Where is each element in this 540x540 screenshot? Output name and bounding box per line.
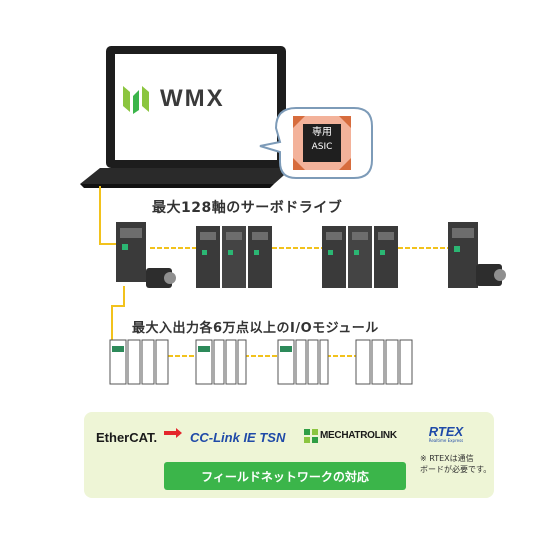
wmx-logo-icon — [123, 86, 149, 114]
ethercat-logo-text: EtherCAT. — [96, 430, 158, 445]
fieldbus-support-label: フィールドネットワークの対応 — [201, 469, 369, 484]
asic-chip-line1: 専用 — [312, 127, 332, 138]
cclink-logo: CC-Link IE TSN — [190, 430, 286, 445]
rtex-logo-text: RTEX — [428, 424, 464, 439]
network-diagram — [99, 186, 506, 385]
mechatrolink-icon — [304, 429, 318, 443]
cable-laptop-to-servo — [99, 186, 116, 245]
wmx-logo-text: WMX — [160, 85, 225, 112]
servo-drive-label: 最大128軸のサーボドライブ — [152, 200, 343, 216]
ethercat-arrow-icon — [164, 428, 182, 438]
servo-drive-group-3 — [322, 226, 398, 288]
io-module-group-2 — [195, 339, 247, 385]
ethercat-logo: EtherCAT. — [96, 430, 157, 445]
servo-drive-group-2 — [196, 226, 272, 288]
io-module-label: 最大入出力各6万点以上のI/Oモジュール — [132, 321, 379, 336]
laptop-illustration — [80, 46, 292, 188]
io-module-group-1 — [109, 339, 169, 385]
rtex-logo-subtext: Realtime Express — [428, 438, 464, 443]
rtex-note: ※ RTEXは通信 ボードが必要です。 — [420, 453, 491, 475]
io-module-group-3 — [277, 339, 329, 385]
rtex-note-line1: ※ RTEXは通信 — [420, 454, 474, 463]
rtex-logo: RTEX Realtime Express — [416, 424, 476, 443]
fieldbus-support-badge: フィールドネットワークの対応 — [164, 462, 406, 490]
asic-chip-icon — [293, 116, 351, 170]
rtex-note-line2: ボードが必要です。 — [420, 465, 492, 474]
servo-drive-group-1 — [116, 222, 176, 288]
asic-chip-label: 専用 ASIC — [303, 126, 341, 154]
wmx-logo: WMX — [120, 80, 240, 118]
mechatrolink-logo: MECHATROLINK — [320, 430, 397, 441]
asic-chip-line2: ASIC — [311, 142, 333, 152]
cable-servo-to-io — [111, 286, 125, 352]
servo-drive-group-4 — [448, 222, 506, 288]
io-module-group-4 — [355, 339, 413, 385]
